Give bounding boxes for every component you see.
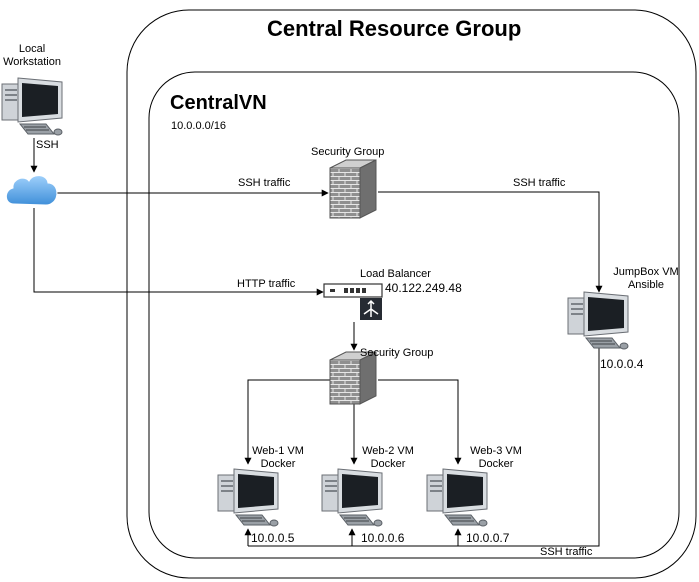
jumpbox-computer-icon — [567, 291, 629, 350]
firewall-icon-top — [329, 159, 377, 219]
web1-ip: 10.0.0.5 — [251, 531, 295, 545]
workstation-label-line1: Local — [18, 43, 46, 55]
security-group-web-label: Security Group — [360, 347, 434, 359]
web1-label-line1: Web-1 VM — [252, 445, 304, 457]
workstation-computer-icon — [1, 77, 63, 136]
vnet-boundary — [148, 71, 680, 559]
load-balancer-icon — [323, 283, 383, 320]
load-balancer-ip: 40.122.249.48 — [385, 281, 462, 295]
web2-computer-icon — [321, 468, 383, 527]
load-balancer-label: Load Balancer — [360, 268, 431, 280]
web2-label-line2: Docker — [370, 458, 406, 470]
web1-computer-icon — [217, 468, 279, 527]
jumpbox-label-line2: Ansible — [627, 279, 665, 291]
resource-group-title: Central Resource Group — [267, 16, 522, 41]
web3-ip: 10.0.0.7 — [466, 531, 510, 545]
jumpbox-label: JumpBox VM Ansible — [604, 266, 688, 292]
ssh-to-sg-label: SSH traffic — [238, 177, 291, 189]
resource-group-boundary — [126, 9, 697, 579]
http-to-lb-line — [33, 208, 324, 296]
http-to-lb-label: HTTP traffic — [237, 278, 296, 290]
jumpbox-to-web-label: SSH traffic — [540, 546, 593, 558]
web3-label-line1: Web-3 VM — [470, 445, 522, 457]
web1-label-line2: Docker — [260, 458, 296, 470]
sg-to-jumpbox-line — [378, 191, 603, 293]
ssh-link-label: SSH — [36, 139, 59, 151]
web3-label: Web-3 VM Docker — [462, 445, 530, 471]
jumpbox-to-web-line — [248, 342, 600, 547]
security-group-top-label: Security Group — [311, 146, 385, 158]
web3-computer-icon — [426, 468, 488, 527]
workstation-label-line2: Workstation — [3, 56, 61, 68]
jumpbox-label-line1: JumpBox VM — [613, 266, 679, 278]
vnet-cidr: 10.0.0.0/16 — [171, 120, 227, 132]
sg-to-jumpbox-label: SSH traffic — [513, 177, 566, 189]
connections — [30, 138, 603, 547]
web2-ip: 10.0.0.6 — [361, 531, 405, 545]
sg-to-web3-line — [378, 379, 462, 465]
web2-label-line1: Web-2 VM — [362, 445, 414, 457]
web2-label: Web-2 VM Docker — [354, 445, 422, 471]
web1-label: Web-1 VM Docker — [244, 445, 312, 471]
jumpbox-ip: 10.0.0.4 — [600, 357, 644, 371]
firewall-icon-web — [329, 351, 377, 405]
sg-to-web1-line — [244, 379, 330, 465]
web3-label-line2: Docker — [478, 458, 514, 470]
workstation-label: Local Workstation — [0, 43, 64, 69]
cloud-icon — [5, 175, 58, 206]
vnet-title: CentralVN — [170, 92, 267, 114]
